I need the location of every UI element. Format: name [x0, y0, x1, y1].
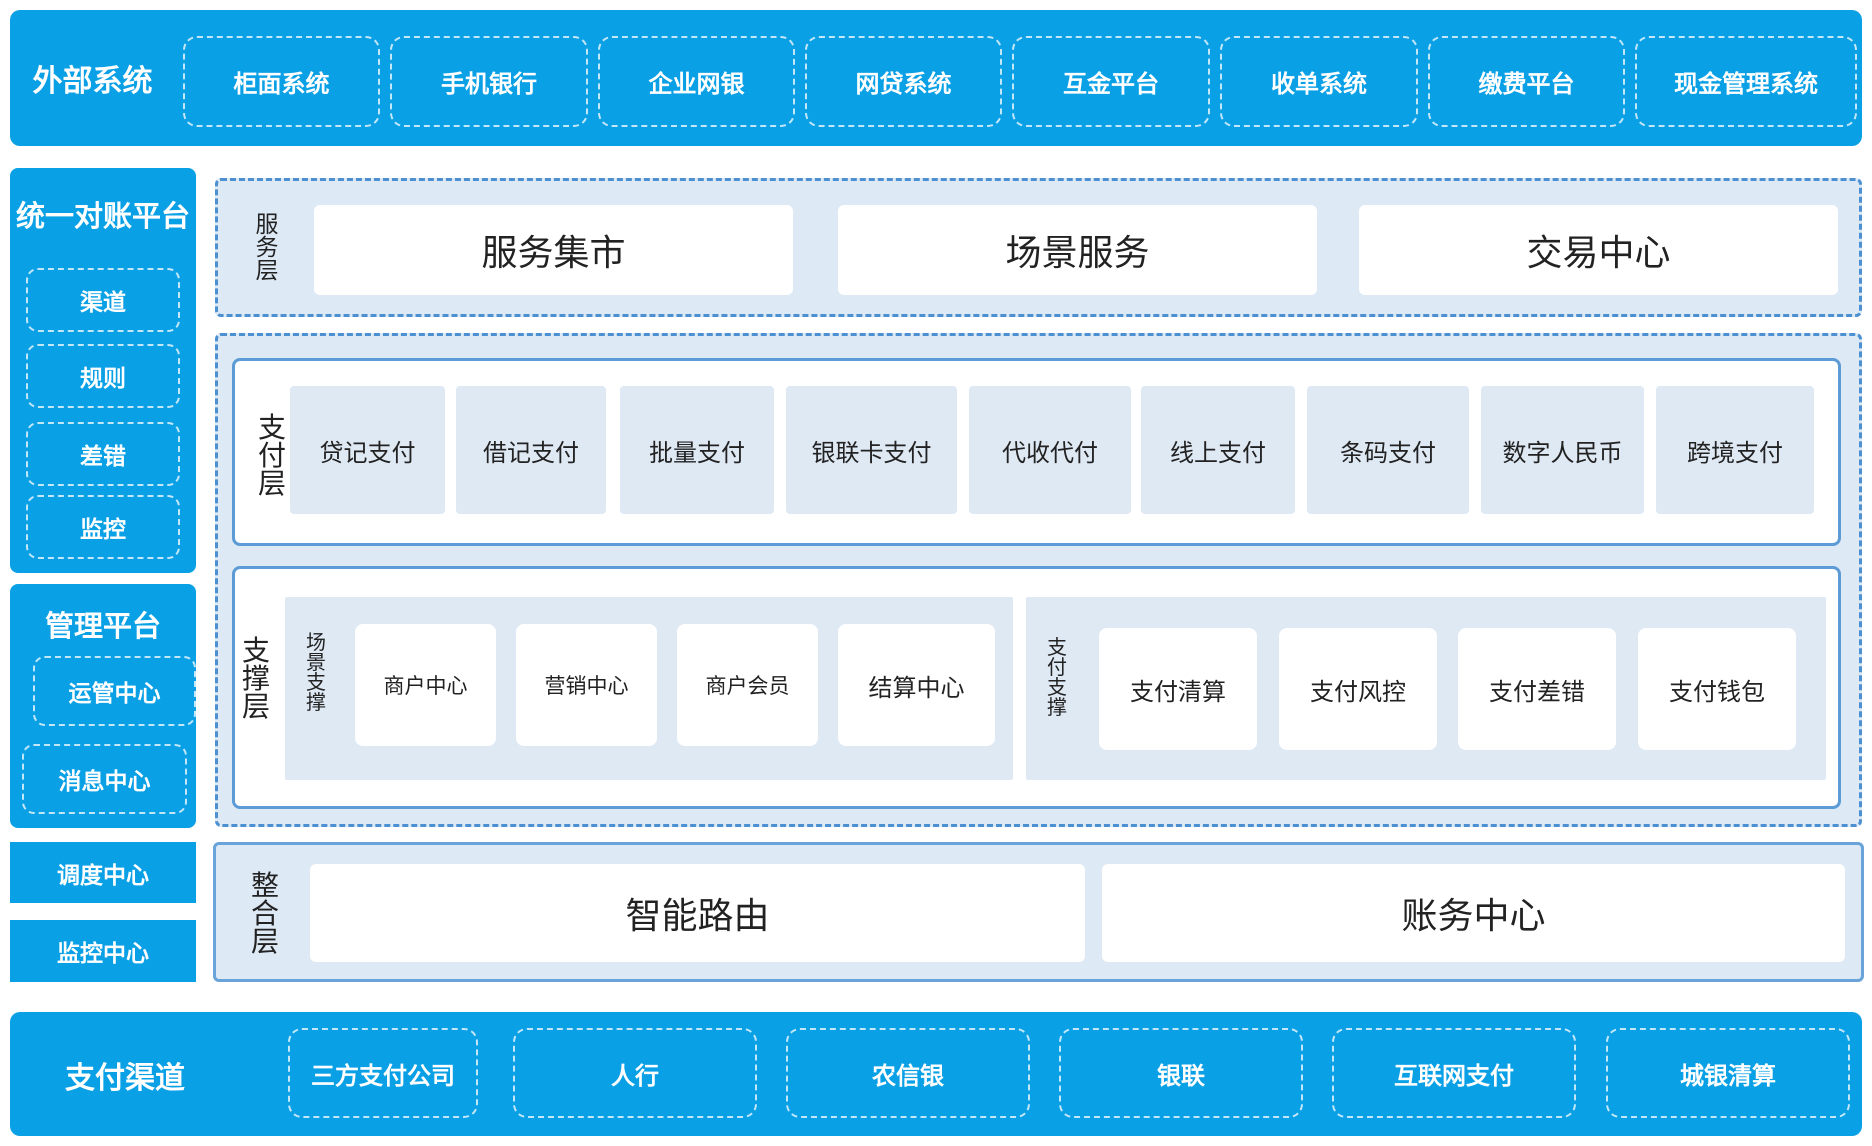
reconcile-item-error[interactable]: 差错 — [26, 422, 180, 486]
channel-pboc[interactable]: 人行 — [513, 1028, 757, 1118]
payment-item-online[interactable]: 线上支付 — [1141, 386, 1295, 514]
monitor-center[interactable]: 监控中心 — [10, 920, 196, 982]
payment-channels-bar: 支付渠道 三方支付公司 人行 农信银 银联 互联网支付 城银清算 — [10, 1012, 1862, 1136]
external-item-online-loan[interactable]: 网贷系统 — [805, 36, 1002, 127]
payment-item-barcode[interactable]: 条码支付 — [1307, 386, 1469, 514]
payment-item-collect-pay[interactable]: 代收代付 — [969, 386, 1131, 514]
integration-item-routing[interactable]: 智能路由 — [310, 864, 1085, 962]
channel-rural-credit[interactable]: 农信银 — [786, 1028, 1030, 1118]
integration-layer: 整合层 智能路由 账务中心 — [213, 842, 1864, 982]
core-layers: 支付层 贷记支付 借记支付 批量支付 银联卡支付 代收代付 线上支付 条码支付 … — [215, 333, 1862, 827]
external-item-mobile-bank[interactable]: 手机银行 — [390, 36, 588, 127]
payment-channels-title: 支付渠道 — [65, 1061, 185, 1096]
payment-item-batch[interactable]: 批量支付 — [620, 386, 774, 514]
manage-item-message[interactable]: 消息中心 — [22, 744, 187, 814]
payment-item-cross-border[interactable]: 跨境支付 — [1656, 386, 1814, 514]
service-layer-label: 服务层 — [255, 211, 279, 284]
payment-item-digital-rmb[interactable]: 数字人民币 — [1481, 386, 1644, 514]
scene-item-member[interactable]: 商户会员 — [677, 624, 818, 746]
service-item-marketplace[interactable]: 服务集市 — [314, 205, 793, 295]
channel-internet-payment[interactable]: 互联网支付 — [1332, 1028, 1576, 1118]
external-systems-bar: 外部系统 柜面系统 手机银行 企业网银 网贷系统 互金平台 收单系统 缴费平台 … — [10, 10, 1862, 146]
channel-city-bank-clearing[interactable]: 城银清算 — [1606, 1028, 1850, 1118]
scene-item-marketing[interactable]: 营销中心 — [516, 624, 657, 746]
manage-item-operations[interactable]: 运管中心 — [33, 656, 196, 726]
scene-support-label: 场景支撑 — [306, 630, 326, 714]
scene-item-merchant[interactable]: 商户中心 — [355, 624, 496, 746]
support-item-risk[interactable]: 支付风控 — [1279, 628, 1437, 750]
payment-support-panel: 支付支撑 支付清算 支付风控 支付差错 支付钱包 — [1026, 597, 1826, 780]
payment-item-unionpay-card[interactable]: 银联卡支付 — [786, 386, 957, 514]
channel-unionpay[interactable]: 银联 — [1059, 1028, 1303, 1118]
service-layer: 服务层 服务集市 场景服务 交易中心 — [215, 178, 1862, 317]
service-item-scene[interactable]: 场景服务 — [838, 205, 1317, 295]
support-item-clearing[interactable]: 支付清算 — [1099, 628, 1257, 750]
schedule-center[interactable]: 调度中心 — [10, 842, 196, 903]
scene-support-panel: 场景支撑 商户中心 营销中心 商户会员 结算中心 — [285, 597, 1013, 780]
payment-layer: 支付层 贷记支付 借记支付 批量支付 银联卡支付 代收代付 线上支付 条码支付 … — [232, 358, 1841, 546]
support-item-error[interactable]: 支付差错 — [1458, 628, 1616, 750]
integration-item-accounting[interactable]: 账务中心 — [1102, 864, 1845, 962]
reconcile-item-rules[interactable]: 规则 — [26, 344, 180, 408]
integration-layer-label: 整合层 — [250, 869, 279, 958]
external-item-counter[interactable]: 柜面系统 — [183, 36, 380, 127]
payment-item-debit[interactable]: 借记支付 — [456, 386, 606, 514]
payment-layer-label: 支付层 — [257, 411, 286, 500]
scene-item-settlement[interactable]: 结算中心 — [838, 624, 995, 746]
external-systems-title: 外部系统 — [32, 64, 153, 99]
reconcile-platform-title: 统一对账平台 — [15, 199, 190, 233]
external-item-payment-platform[interactable]: 缴费平台 — [1428, 36, 1625, 127]
support-layer: 支撑层 场景支撑 商户中心 营销中心 商户会员 结算中心 支付支撑 支付清算 支… — [232, 566, 1841, 809]
support-layer-label: 支撑层 — [241, 634, 270, 723]
external-item-fintech[interactable]: 互金平台 — [1012, 36, 1210, 127]
reconcile-platform: 统一对账平台 渠道 规则 差错 监控 — [10, 168, 196, 573]
management-platform-title: 管理平台 — [44, 609, 161, 643]
management-platform: 管理平台 运管中心 消息中心 — [10, 584, 196, 828]
external-item-corporate-bank[interactable]: 企业网银 — [598, 36, 795, 127]
reconcile-item-channel[interactable]: 渠道 — [26, 268, 180, 332]
channel-third-party[interactable]: 三方支付公司 — [288, 1028, 478, 1118]
service-item-transaction[interactable]: 交易中心 — [1359, 205, 1838, 295]
external-item-cash-management[interactable]: 现金管理系统 — [1635, 36, 1857, 127]
payment-item-credit[interactable]: 贷记支付 — [290, 386, 445, 514]
payment-support-label: 支付支撑 — [1047, 635, 1067, 719]
support-item-wallet[interactable]: 支付钱包 — [1638, 628, 1796, 750]
external-item-acquiring[interactable]: 收单系统 — [1220, 36, 1418, 127]
reconcile-item-monitor[interactable]: 监控 — [26, 495, 180, 559]
